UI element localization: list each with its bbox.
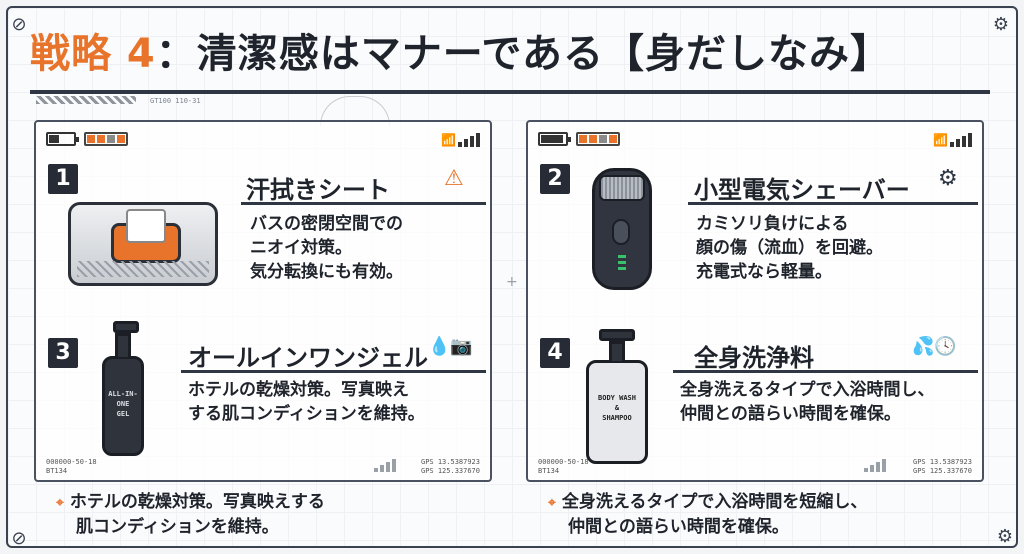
item-title: 小型電気シェーバー [694,176,910,204]
signal-icon: 📶 [441,131,480,147]
gear-icon-bottom: ⚙ [996,526,1014,547]
item-description: バスの密閉空間でのニオイ対策。気分転換にも有効。 [250,214,403,282]
wet-wipes-illustration [68,202,218,286]
item-description: カミソリ負けによる顔の傷（流血）を回避。充電式なら軽量。 [696,214,883,282]
compass-icon: ⊘ [11,14,27,35]
title-divider [30,90,990,94]
bottom-note-right: ⌖全身洗えるタイプで入浴時間を短縮し、 仲間との語らい時間を確保。 [548,492,868,537]
panel-status-bar: 📶 [46,128,480,150]
item-divider [241,202,486,205]
item-description: ホテルの乾燥対策。写真映えする肌コンディションを維持。 [188,380,425,424]
gear-icon: ⚙ [992,14,1010,35]
item-number: 1 [48,164,78,194]
item-1: 1 汗拭きシート ⚠ バスの密閉空間でのニオイ対策。気分転換にも有効。 [36,152,490,312]
gear-icon: ⚙ [938,166,958,191]
battery-icon [538,132,571,146]
shaver-illustration [592,168,652,290]
item-divider [673,370,978,373]
panel-right: 📶 2 小型電気シェーバー ⚙ カミソリ負けによる顔の傷（流血）を回避。充電式な… [526,120,984,482]
battery-cells-icon [84,132,128,146]
splash-clock-icon: 💦🕓 [912,336,957,357]
item-4: 4 BODY WASH&SHAMPOO 全身洗浄料 💦🕓 全身洗えるタイプで入浴… [528,316,982,476]
water-drop-camera-icon: 💧📷 [428,336,473,357]
bottom-note-left: ⌖ホテルの乾燥対策。写真映えする 肌コンディションを維持。 [56,492,325,537]
item-number: 3 [48,338,78,368]
item-number: 4 [540,338,570,368]
stripe-decoration [36,96,136,104]
title-main: ：清潔感はマナーである【身だしなみ】 [155,31,891,77]
item-divider [181,370,486,373]
item-title: オールインワンジェル [188,344,428,372]
signal-icon-footer [374,456,396,472]
crosshair-bullet-icon: ⌖ [56,495,64,511]
title-accent: 戦略 4 [30,31,156,77]
item-number: 2 [540,164,570,194]
crosshair-icon: + [506,274,518,290]
battery-cells-icon [576,132,620,146]
compass-icon-bottom: ⊘ [11,528,27,549]
battery-icon [46,132,79,146]
crosshair-bullet-icon: ⌖ [548,495,556,511]
item-2: 2 小型電気シェーバー ⚙ カミソリ負けによる顔の傷（流血）を回避。充電式なら軽… [528,152,982,312]
item-divider [688,202,978,205]
item-description: 全身洗えるタイプで入浴時間し、仲間との語らい時間を確保。 [680,380,935,424]
panel-status-bar: 📶 [538,128,972,150]
warning-icon: ⚠ [444,166,464,191]
body-wash-bottle-illustration: BODY WASH&SHAMPOO [586,329,648,464]
panel-left: 📶 1 汗拭きシート ⚠ バスの密閉空間でのニオイ対策。気分転換にも有効。 3 … [34,120,492,482]
page-title: 戦略 4：清潔感はマナーである【身だしなみ】 [30,18,990,82]
item-title: 全身洗浄料 [694,344,814,372]
item-title: 汗拭きシート [246,176,390,204]
signal-icon-footer [864,456,886,472]
signal-icon: 📶 [933,131,972,147]
header-code: GT100 110-31 [150,97,201,105]
